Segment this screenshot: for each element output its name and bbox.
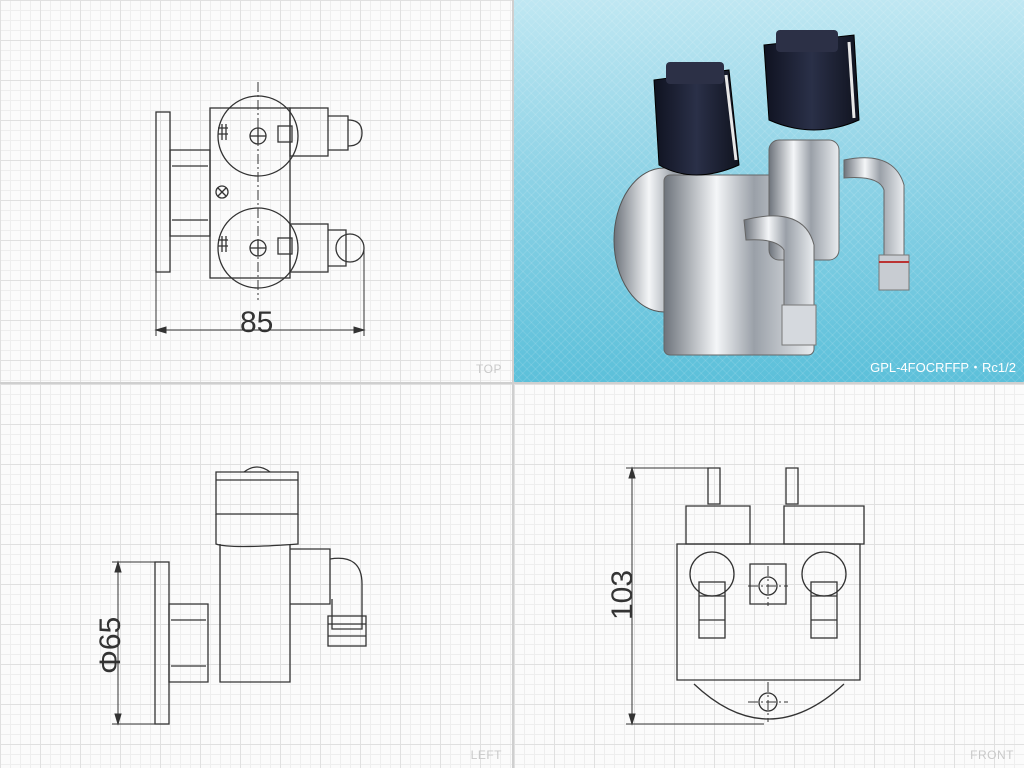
model-caption: GPL-4FOCRFFP・Rc1/2 xyxy=(870,360,1016,375)
front-view-label: FRONT xyxy=(970,748,1014,762)
left-view-label: LEFT xyxy=(470,748,502,762)
left-hose-tip xyxy=(327,615,367,647)
horizontal-divider xyxy=(0,382,1024,384)
left-view-panel: Φ65 LEFT xyxy=(0,384,512,768)
flange-plate xyxy=(155,111,171,273)
knob-outline xyxy=(215,471,299,515)
hex-nut xyxy=(169,149,211,237)
left-flange xyxy=(154,561,170,725)
right-knob xyxy=(763,34,860,131)
front-view-drawing: 103 xyxy=(606,466,865,726)
top-view-label: TOP xyxy=(476,362,502,376)
left-dimension-value: Φ65 xyxy=(94,617,127,674)
left-view-drawing: Φ65 xyxy=(94,466,367,726)
front-right-knob xyxy=(783,467,865,545)
front-view-panel: 103 FRONT xyxy=(514,384,1024,768)
front-left-outlet xyxy=(698,581,726,639)
left-hex-nut xyxy=(168,603,209,683)
front-left-knob xyxy=(685,467,751,545)
front-dimension-line xyxy=(626,466,764,726)
top-view-drawing: 85 xyxy=(154,82,366,339)
vertical-divider xyxy=(512,0,514,768)
left-knob xyxy=(653,69,740,176)
product-photo-panel: GPL-4FOCRFFP・Rc1/2 xyxy=(514,0,1024,382)
front-body xyxy=(676,543,861,681)
front-right-outlet xyxy=(810,581,838,639)
top-view-panel: 85 TOP xyxy=(0,0,512,382)
top-dimension-value: 85 xyxy=(240,306,273,339)
front-dimension-value: 103 xyxy=(606,570,639,620)
product-photo xyxy=(613,30,910,356)
top-dimension-line xyxy=(154,250,366,336)
left-dimension-line xyxy=(112,560,158,726)
